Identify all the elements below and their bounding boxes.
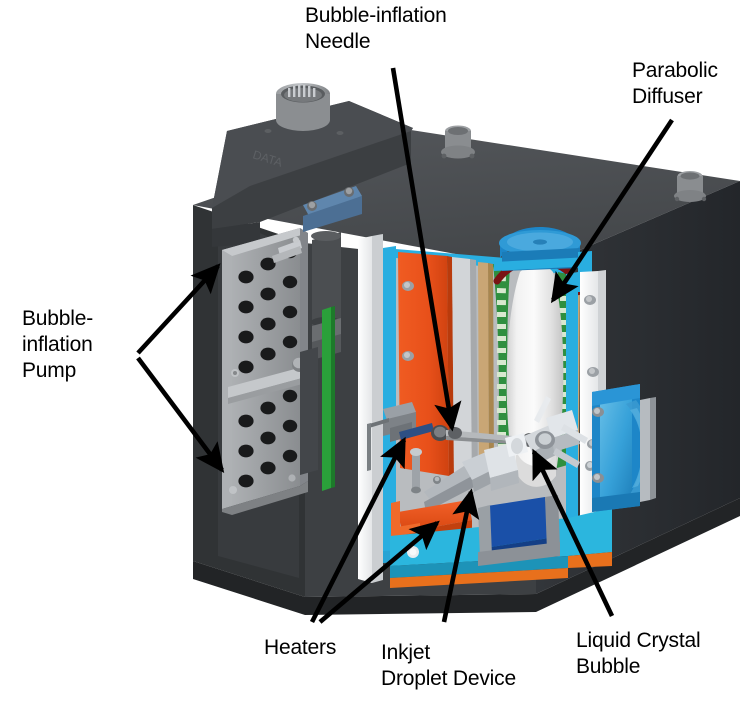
arrow-parabolic-diffuser xyxy=(550,118,674,304)
inkjet-droplet-device xyxy=(410,433,528,512)
label-parabolic-diffuser: Parabolic Diffuser xyxy=(632,59,718,108)
viewing-window-assembly xyxy=(592,384,656,512)
bubble-inflation-pump xyxy=(222,228,318,515)
arrow-heaters-lower xyxy=(318,520,440,624)
callout-arrows xyxy=(136,67,674,624)
label-inkjet-droplet-device: Inkjet Droplet Device xyxy=(381,641,516,690)
label-liquid-crystal-bubble: Liquid Crystal Bubble xyxy=(576,629,701,678)
top-connector-right xyxy=(674,171,707,202)
label-heaters: Heaters xyxy=(264,636,337,659)
arrow-inkjet-droplet-device xyxy=(441,488,480,623)
arrow-liquid-crystal-bubble xyxy=(531,448,615,617)
arrow-pump-lower xyxy=(136,356,225,473)
arrow-pump-upper xyxy=(136,263,221,355)
label-bubble-inflation-pump: Bubble- inflation Pump xyxy=(22,307,93,382)
arrow-heaters-upper xyxy=(309,436,407,624)
internal-mechanics-left xyxy=(300,186,362,491)
label-bubble-inflation-needle: Bubble-inflation Needle xyxy=(305,4,447,53)
bubble-holder-mechanism xyxy=(524,396,595,471)
top-connector-mid xyxy=(441,125,475,159)
top-connector-main xyxy=(264,83,344,135)
arrow-bubble-inflation-needle xyxy=(390,67,462,432)
